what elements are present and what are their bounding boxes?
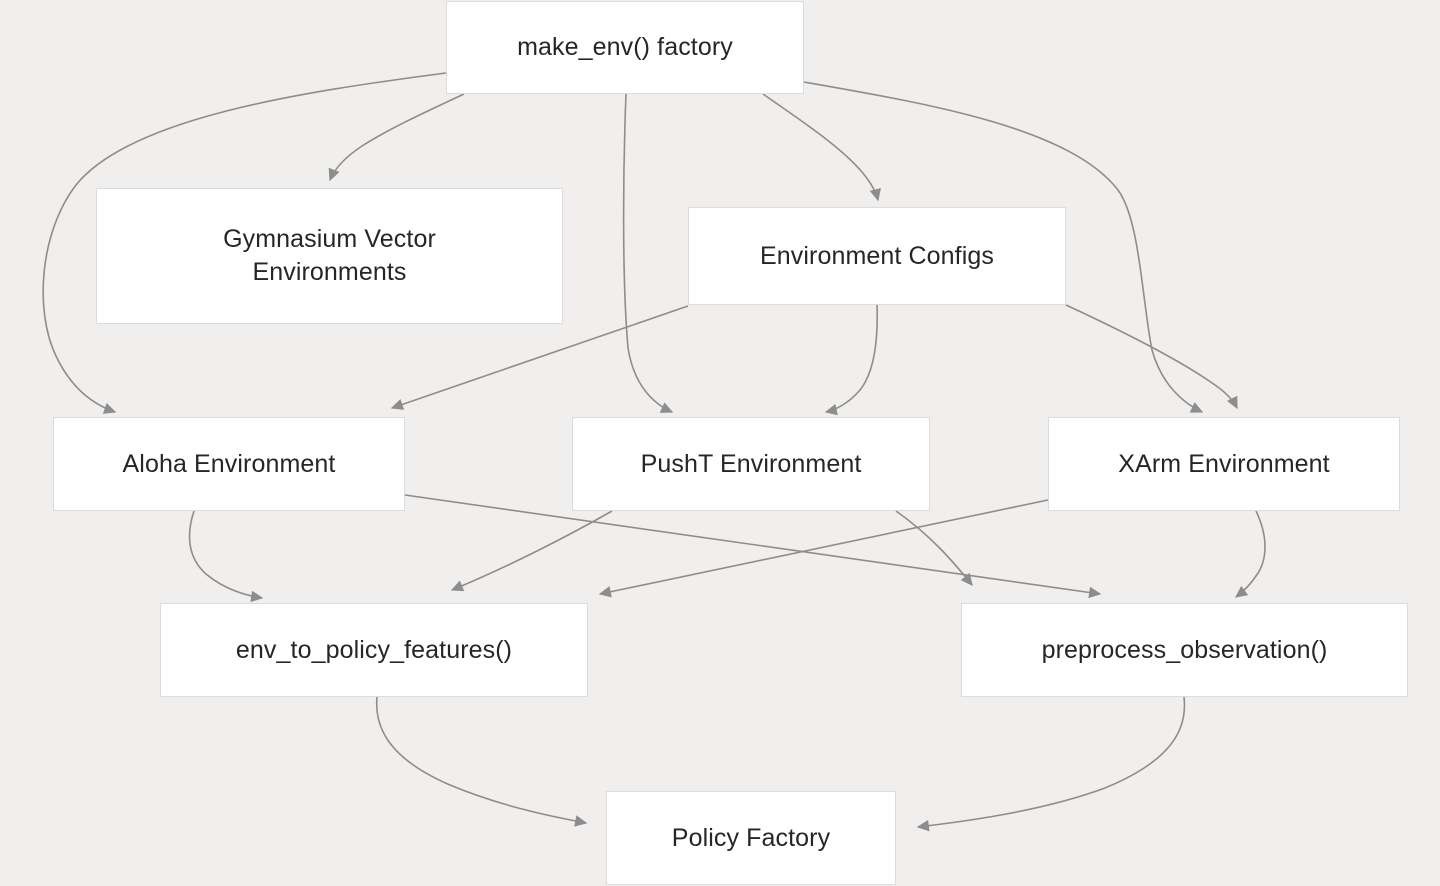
node-label: Environment Configs [760, 241, 994, 270]
node-environment-configs[interactable]: Environment Configs [688, 207, 1066, 305]
edge-pusht_env-to-preprocess_observation [895, 510, 973, 586]
edge-make_env-to-env_configs [762, 93, 881, 202]
node-xarm-environment[interactable]: XArm Environment [1048, 417, 1400, 511]
node-label: make_env() factory [517, 33, 733, 61]
node-aloha-environment[interactable]: Aloha Environment [53, 417, 405, 511]
node-pusht-environment[interactable]: PushT Environment [572, 417, 930, 511]
edge-xarm_env-to-env_to_policy_features [598, 499, 1049, 598]
edge-env_configs-to-pusht_env [824, 304, 878, 416]
node-env-to-policy-features[interactable]: env_to_policy_features() [160, 603, 588, 697]
edge-aloha_env-to-env_to_policy_features [188, 510, 264, 603]
edge-env_configs-to-xarm_env [1065, 304, 1238, 410]
node-label: preprocess_observation() [1041, 635, 1328, 664]
node-gymnasium-vector-environments[interactable]: Gymnasium Vector Environments [96, 188, 563, 324]
node-label: env_to_policy_features() [235, 635, 513, 664]
edge-xarm_env-to-preprocess_observation [1234, 510, 1266, 598]
edge-make_env-to-pusht_env [622, 93, 674, 413]
edge-preprocess_observation-to-policy_factory [916, 696, 1186, 832]
node-make-env-factory[interactable]: make_env() factory [446, 1, 804, 94]
edge-make_env-to-gym_vector [328, 93, 465, 182]
node-label: Aloha Environment [122, 449, 336, 478]
node-preprocess-observation[interactable]: preprocess_observation() [961, 603, 1408, 697]
node-label: Gymnasium Vector Environments [223, 225, 436, 286]
node-label: Policy Factory [671, 823, 831, 852]
edge-pusht_env-to-env_to_policy_features [450, 510, 613, 592]
node-policy-factory[interactable]: Policy Factory [606, 791, 896, 885]
edge-env_to_policy_features-to-policy_factory [375, 696, 588, 827]
node-label: XArm Environment [1118, 449, 1330, 478]
node-label: PushT Environment [640, 449, 862, 478]
